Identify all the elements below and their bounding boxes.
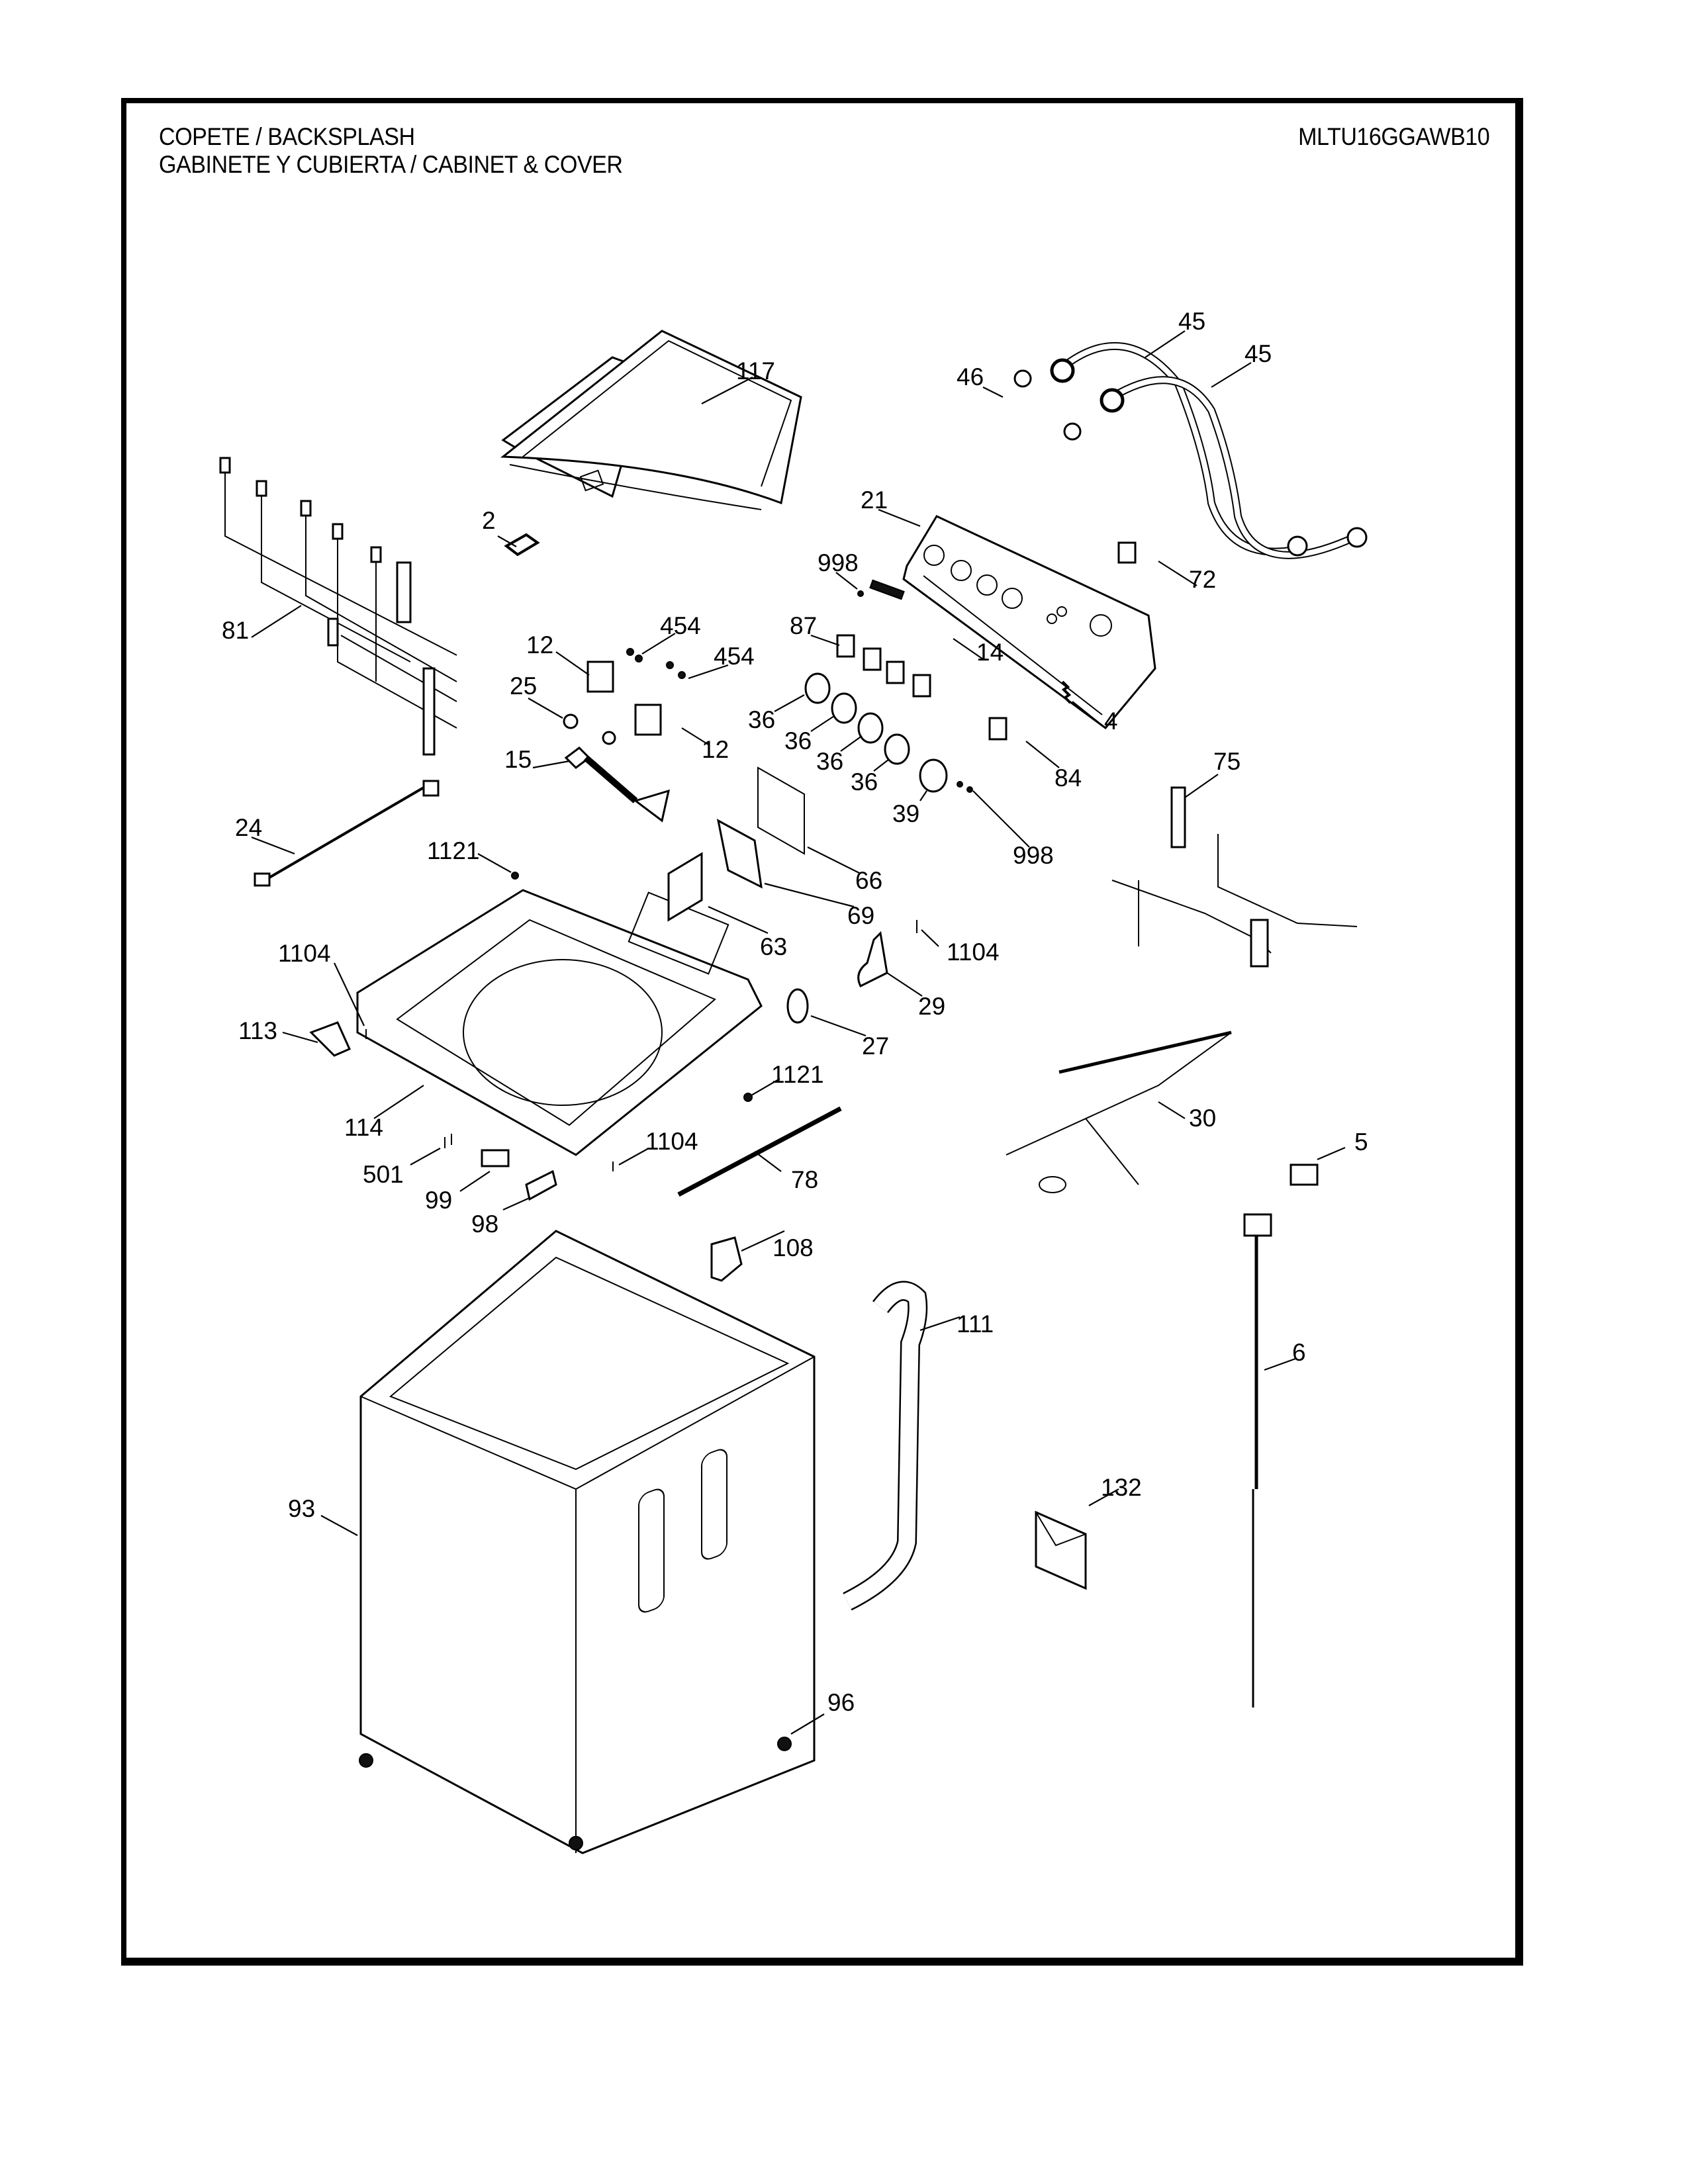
part-harness-75[interactable]: [1111, 786, 1358, 968]
part-power-cord-6[interactable]: [1243, 1213, 1272, 1707]
part-lid-lock-99[interactable]: [481, 1149, 510, 1167]
callout-25: 25: [510, 672, 537, 700]
part-switches[interactable]: [836, 634, 1008, 741]
callout-29: 29: [918, 993, 945, 1020]
callout-27: 27: [862, 1032, 889, 1060]
part-screws[interactable]: [365, 781, 973, 1171]
callout-36c: 36: [816, 748, 843, 775]
callout-5: 5: [1354, 1128, 1368, 1156]
part-hose-washers[interactable]: [1013, 369, 1082, 441]
part-board-cover-63[interactable]: [667, 852, 703, 922]
callout-108: 108: [773, 1234, 814, 1261]
callout-98: 98: [471, 1210, 498, 1238]
callout-15: 15: [504, 746, 532, 773]
part-lid-switch-rod-78[interactable]: [677, 1106, 842, 1197]
callout-998b: 998: [1013, 842, 1054, 869]
callout-4: 4: [1104, 707, 1118, 735]
callout-36d: 36: [851, 768, 878, 796]
part-lid[interactable]: [500, 330, 802, 510]
model-number: MLTU16GGAWB10: [1297, 123, 1490, 150]
callout-39: 39: [892, 800, 919, 827]
callout-45a: 45: [1178, 308, 1205, 335]
part-pressure-switch-27[interactable]: [786, 988, 809, 1024]
part-bracket-108[interactable]: [710, 1236, 743, 1282]
part-bracket-66[interactable]: [757, 766, 805, 855]
callout-leaders: [251, 330, 1346, 1735]
callout-6: 6: [1292, 1339, 1306, 1366]
callout-72: 72: [1189, 566, 1216, 593]
part-bracket-72[interactable]: [1117, 541, 1137, 564]
part-lid-hinge-113[interactable]: [309, 1021, 351, 1057]
callout-45b: 45: [1244, 340, 1272, 367]
callout-labels: 117 2 81 46 45 45 21 998 72 87 14 4 12 4…: [222, 308, 1368, 1716]
section-title-backsplash: COPETE / BACKSPLASH: [159, 123, 415, 150]
part-lens-14[interactable]: [869, 579, 905, 600]
callout-36a: 36: [748, 706, 775, 733]
diagram-frame: [121, 98, 1523, 1966]
part-spring-4[interactable]: [1061, 680, 1072, 704]
part-harness-30[interactable]: [1006, 1030, 1232, 1193]
part-fill-hose-15[interactable]: [564, 747, 671, 823]
callout-1104a: 1104: [278, 940, 331, 967]
callout-14: 14: [976, 639, 1004, 666]
part-inlet-hoses[interactable]: [1050, 342, 1368, 559]
callout-12b: 12: [702, 736, 729, 763]
callout-113: 113: [238, 1017, 277, 1044]
callout-998a: 998: [818, 549, 859, 576]
part-backsplash[interactable]: [902, 515, 1156, 730]
callout-1104b: 1104: [947, 938, 1000, 966]
callout-21: 21: [861, 486, 888, 514]
part-literature-132[interactable]: [1035, 1510, 1087, 1590]
callout-2: 2: [482, 507, 496, 534]
callout-1121b: 1121: [771, 1061, 824, 1088]
part-screw-998[interactable]: [857, 590, 864, 597]
callout-12a: 12: [526, 631, 553, 659]
part-connector-5[interactable]: [1289, 1163, 1319, 1186]
part-top-cover-114[interactable]: [356, 889, 763, 1156]
callout-111: 111: [957, 1310, 994, 1338]
callout-117: 117: [736, 357, 775, 385]
part-drain-hose-111[interactable]: [843, 1281, 928, 1611]
section-title-cabinet-cover: GABINETE Y CUBIERTA / CABINET & COVER: [159, 151, 623, 178]
callout-75: 75: [1213, 748, 1241, 775]
part-bracket-29[interactable]: [857, 931, 888, 988]
part-clip-98[interactable]: [525, 1169, 557, 1201]
callout-63: 63: [760, 933, 787, 960]
callout-132: 132: [1101, 1474, 1142, 1501]
part-cabinet-93[interactable]: [359, 1230, 816, 1854]
callout-87: 87: [790, 612, 817, 639]
callout-114: 114: [344, 1114, 383, 1141]
callout-30: 30: [1189, 1105, 1216, 1132]
callout-66: 66: [855, 867, 882, 894]
callout-1121a: 1121: [427, 837, 480, 864]
callout-69: 69: [847, 902, 874, 929]
part-control-board-69[interactable]: [716, 819, 763, 889]
callout-46: 46: [957, 363, 984, 390]
part-lid-pad[interactable]: [504, 533, 540, 557]
callout-24: 24: [235, 814, 262, 841]
callout-81: 81: [222, 617, 249, 644]
callout-96: 96: [827, 1689, 855, 1716]
callout-1104c: 1104: [645, 1128, 698, 1155]
part-harness-24[interactable]: [254, 780, 440, 887]
callout-93: 93: [288, 1495, 315, 1522]
part-knobs[interactable]: [804, 672, 948, 793]
callout-84: 84: [1055, 764, 1082, 792]
callout-99: 99: [425, 1187, 452, 1214]
callout-36b: 36: [784, 727, 812, 754]
part-water-valves[interactable]: [563, 648, 686, 745]
callout-501: 501: [363, 1161, 404, 1188]
callout-78: 78: [791, 1166, 818, 1193]
callout-454b: 454: [714, 643, 755, 670]
part-wire-harness-main[interactable]: [219, 457, 457, 756]
callout-454a: 454: [660, 612, 701, 639]
